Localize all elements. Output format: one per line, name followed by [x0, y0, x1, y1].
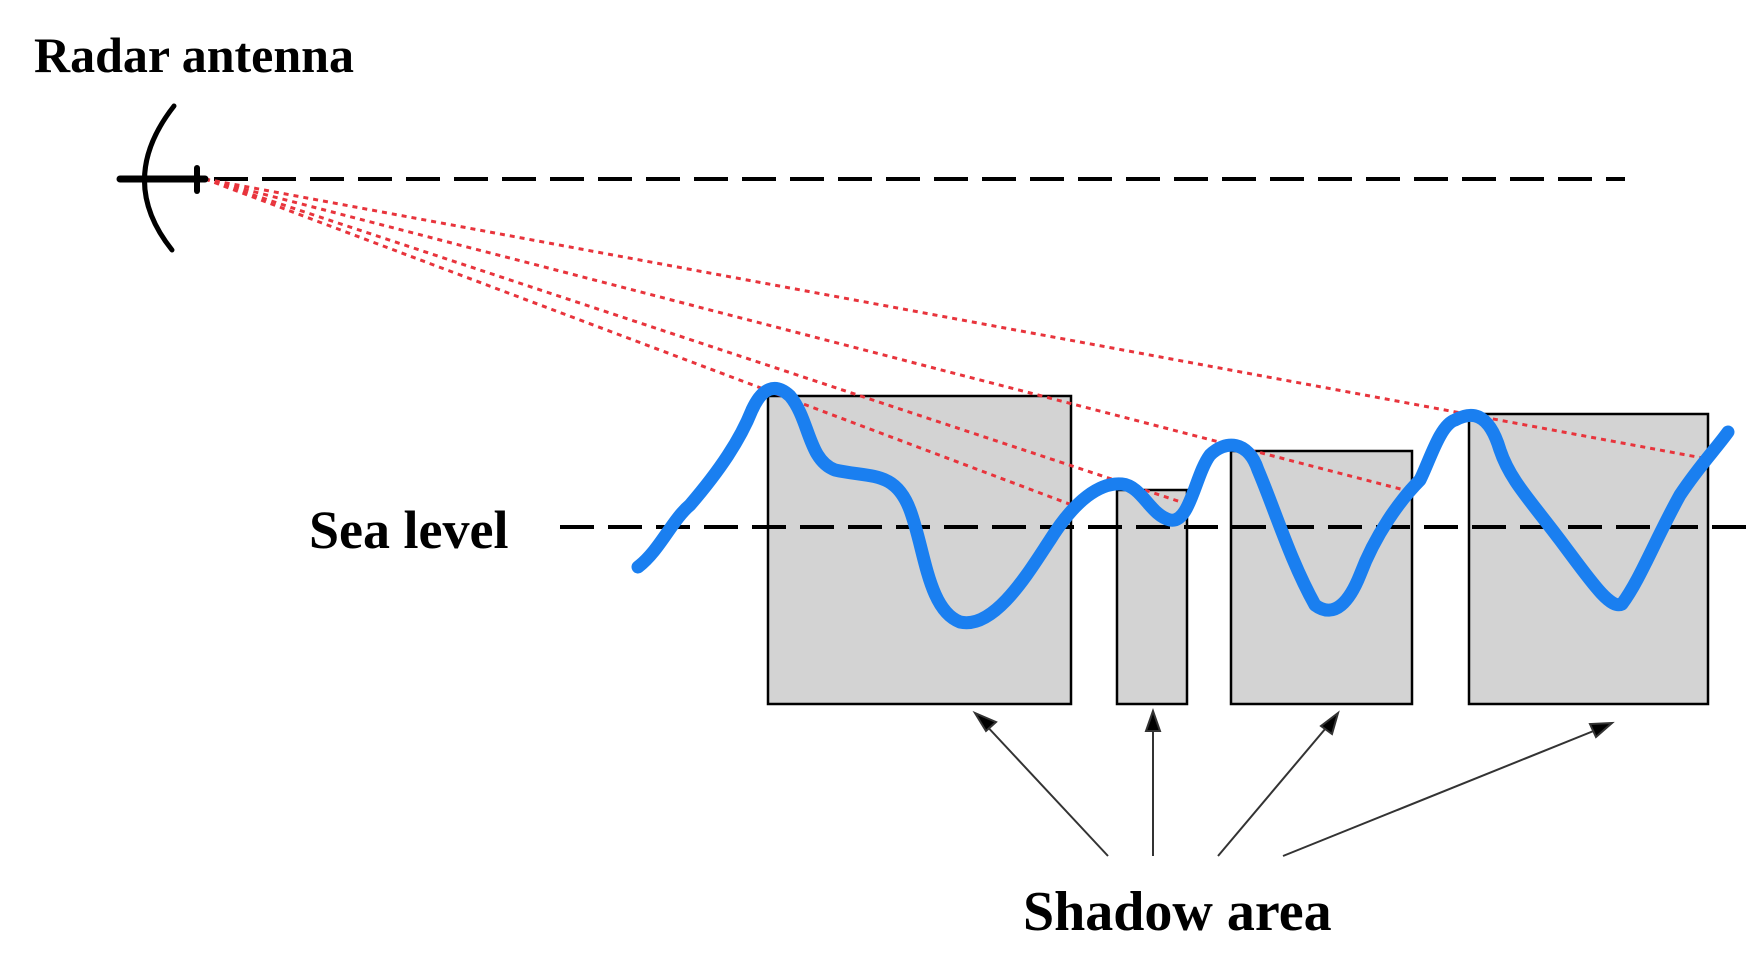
- radar-ray-2: [204, 177, 1191, 507]
- radar-antenna-icon: [116, 103, 209, 253]
- arrowhead-3: [1319, 710, 1340, 736]
- sea-level-label: Sea level: [309, 500, 509, 560]
- arrow-to-shadow-4: [1282, 727, 1602, 857]
- arrow-to-shadow-1: [982, 721, 1109, 857]
- shadow-area-3: [1229, 449, 1414, 706]
- arrowhead-1: [972, 710, 998, 733]
- sea-surface-wave: [631, 382, 1735, 630]
- arrow-to-shadow-3: [1217, 721, 1332, 857]
- radar-antenna-label: Radar antenna: [34, 27, 354, 83]
- arrowhead-4: [1588, 721, 1615, 739]
- radar-ray-1: [204, 177, 1073, 507]
- arrowhead-2: [1144, 707, 1162, 732]
- radar-ray-3: [204, 177, 1413, 494]
- shadow-arrows: [972, 707, 1615, 857]
- shadow-area-label: Shadow area: [1023, 881, 1332, 943]
